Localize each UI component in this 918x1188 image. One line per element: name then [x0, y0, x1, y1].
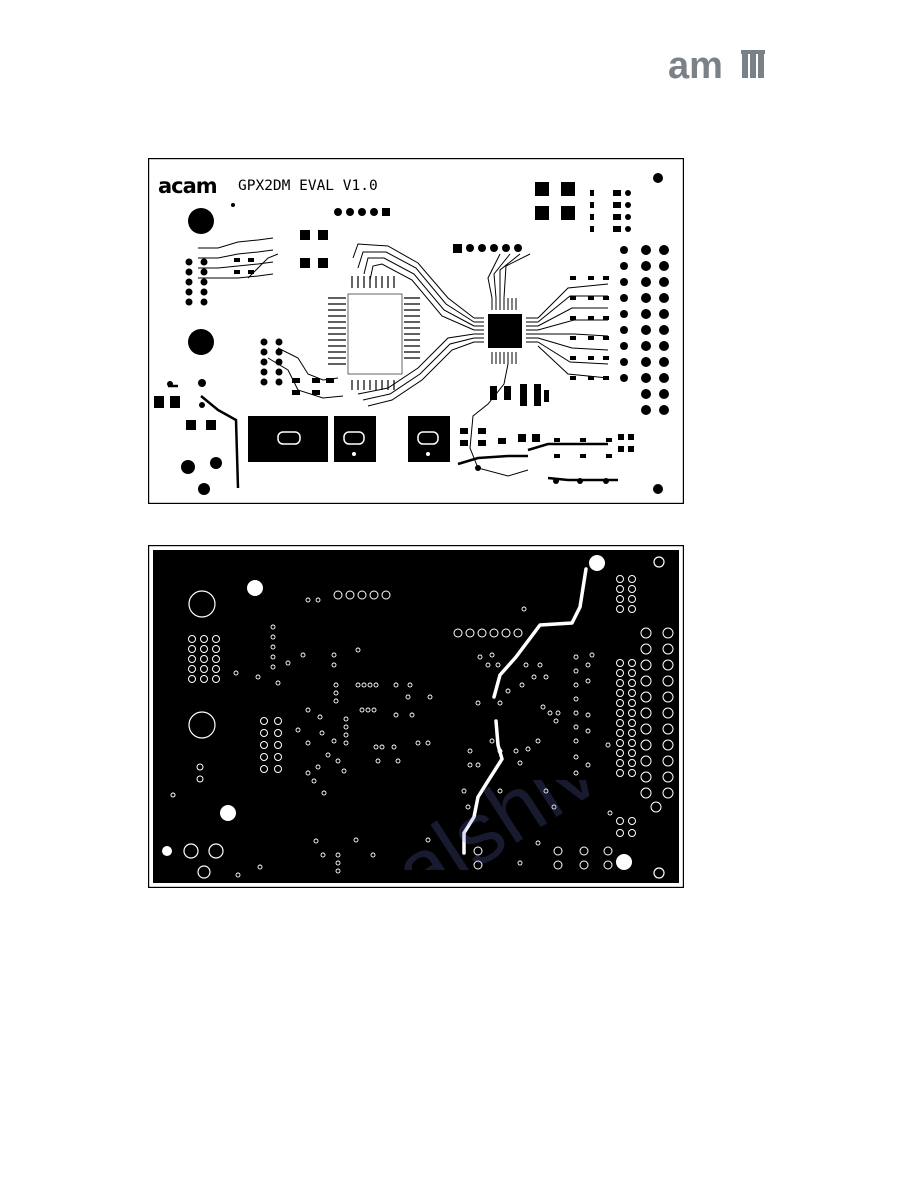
header-pads: [334, 208, 390, 216]
power-traces: [168, 386, 618, 488]
am-logo: am: [668, 48, 772, 82]
main-ic: [474, 298, 538, 364]
logo-symbol-icon: [741, 50, 765, 78]
logo-wordmark: am: [668, 48, 723, 82]
pcb-top-layer: acam GPX2DM EVAL V1.0: [148, 158, 684, 504]
smd-pads-top-right: [535, 182, 631, 232]
crystal-packages: [248, 416, 450, 462]
silkscreen-title: GPX2DM EVAL V1.0: [238, 178, 378, 194]
qfp-ic: [328, 276, 420, 390]
pad-row-center: [453, 244, 522, 253]
pcb-bottom-layer: [148, 545, 684, 888]
ground-plane: [153, 550, 679, 883]
silkscreen-logo: acam: [158, 174, 217, 198]
right-connector-pads: [620, 245, 669, 415]
smd-pads-left: [154, 230, 334, 430]
smd-pads-right: [460, 276, 634, 484]
